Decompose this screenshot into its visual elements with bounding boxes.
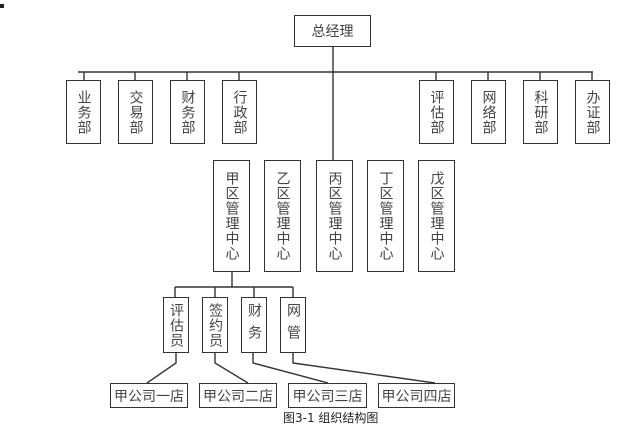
department-label: 交易部 (127, 89, 144, 135)
corner-mark (0, 4, 4, 8)
department-box: 网络部 (471, 80, 506, 144)
store-connector (292, 353, 436, 384)
department-label: 科研部 (532, 89, 549, 135)
store-box: 甲公司二店 (199, 383, 277, 408)
store-label: 甲公司二店 (203, 388, 273, 405)
store-label: 甲公司四店 (381, 388, 452, 405)
center-box: 乙区管理中心 (264, 160, 301, 272)
department-box: 办证部 (575, 80, 610, 144)
center-box: 丙区管理中心 (316, 160, 353, 272)
store-box: 甲公司一店 (110, 383, 188, 408)
store-box: 甲公司四店 (378, 383, 455, 408)
center-label: 丁区管理中心 (377, 171, 394, 261)
role-label: 网管 (285, 303, 301, 347)
store-connector (214, 353, 249, 384)
role-box: 评估员 (163, 297, 189, 353)
store-connector (252, 353, 329, 384)
store-label: 甲公司三店 (292, 388, 363, 405)
department-label: 网络部 (480, 89, 497, 135)
root-label: 总经理 (311, 24, 354, 40)
department-box: 科研部 (523, 80, 558, 144)
department-label: 业务部 (75, 89, 92, 135)
role-label: 财务 (246, 303, 262, 347)
center-box: 甲区管理中心 (213, 160, 250, 272)
center-label: 戊区管理中心 (428, 171, 445, 261)
department-label: 财务部 (179, 89, 196, 135)
figure-caption: 图3-1 组织结构图 (283, 411, 379, 425)
center-box: 戊区管理中心 (418, 160, 455, 272)
store-connector (146, 353, 177, 384)
role-box: 签约员 (202, 297, 228, 353)
center-box: 丁区管理中心 (367, 160, 404, 272)
department-box: 财务部 (170, 80, 205, 144)
center-label: 甲区管理中心 (223, 171, 240, 261)
root-box-general-manager: 总经理 (294, 15, 371, 47)
department-label: 评估部 (428, 89, 445, 135)
department-label: 行政部 (231, 89, 248, 135)
center-label: 乙区管理中心 (274, 171, 291, 261)
store-box: 甲公司三店 (288, 383, 367, 408)
department-box: 行政部 (222, 80, 257, 144)
department-box: 评估部 (419, 80, 454, 144)
role-box: 网管 (280, 297, 306, 353)
department-box: 业务部 (66, 80, 101, 144)
role-label: 评估员 (168, 302, 184, 348)
department-label: 办证部 (584, 89, 601, 135)
center-label: 丙区管理中心 (326, 171, 343, 261)
department-box: 交易部 (118, 80, 153, 144)
role-box: 财务 (241, 297, 267, 353)
store-label: 甲公司一店 (114, 388, 184, 405)
role-label: 签约员 (207, 302, 223, 348)
